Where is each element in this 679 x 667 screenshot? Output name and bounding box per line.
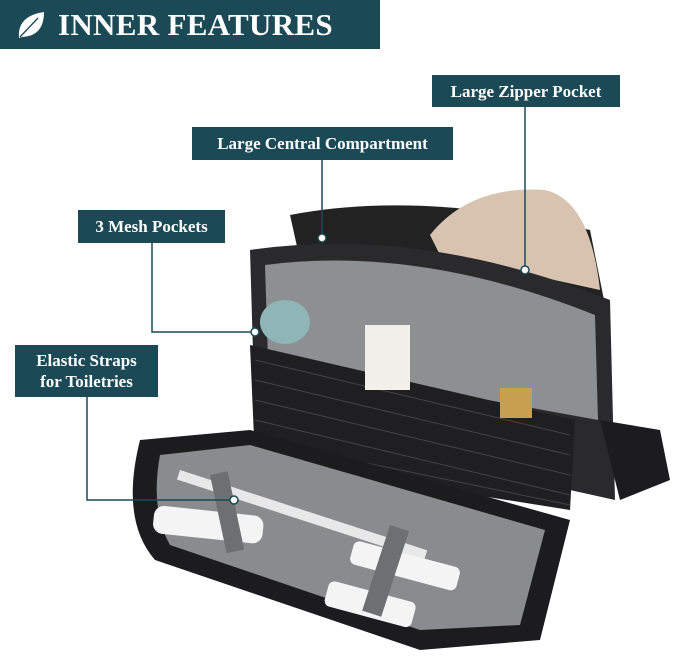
toiletry-bottle <box>350 541 460 591</box>
towel <box>430 189 600 290</box>
leaf-icon <box>18 11 44 38</box>
bottle-blue <box>260 300 310 344</box>
callout-elastic-straps: Elastic Straps for Toiletries <box>15 345 158 397</box>
callout-large-zipper-pocket: Large Zipper Pocket <box>432 75 620 107</box>
callout-dot <box>250 327 260 337</box>
callout-line: Elastic Straps <box>36 351 137 370</box>
tube-white <box>365 325 410 390</box>
central-lining <box>265 260 598 420</box>
section-header: INNER FEATURES <box>0 0 380 49</box>
callout-dot <box>229 495 239 505</box>
callout-large-central-compartment: Large Central Compartment <box>192 127 453 160</box>
callout-dot <box>520 265 530 275</box>
side-strap <box>600 420 670 500</box>
callout-dot <box>317 233 327 243</box>
elastic-straps <box>210 471 410 617</box>
leader-lines <box>86 107 526 501</box>
perfume-cap <box>500 388 532 418</box>
toothbrush <box>176 470 428 560</box>
callout-line: for Toiletries <box>40 372 133 391</box>
callout-mesh-pockets: 3 Mesh Pockets <box>78 210 225 243</box>
header-title: INNER FEATURES <box>58 6 333 42</box>
